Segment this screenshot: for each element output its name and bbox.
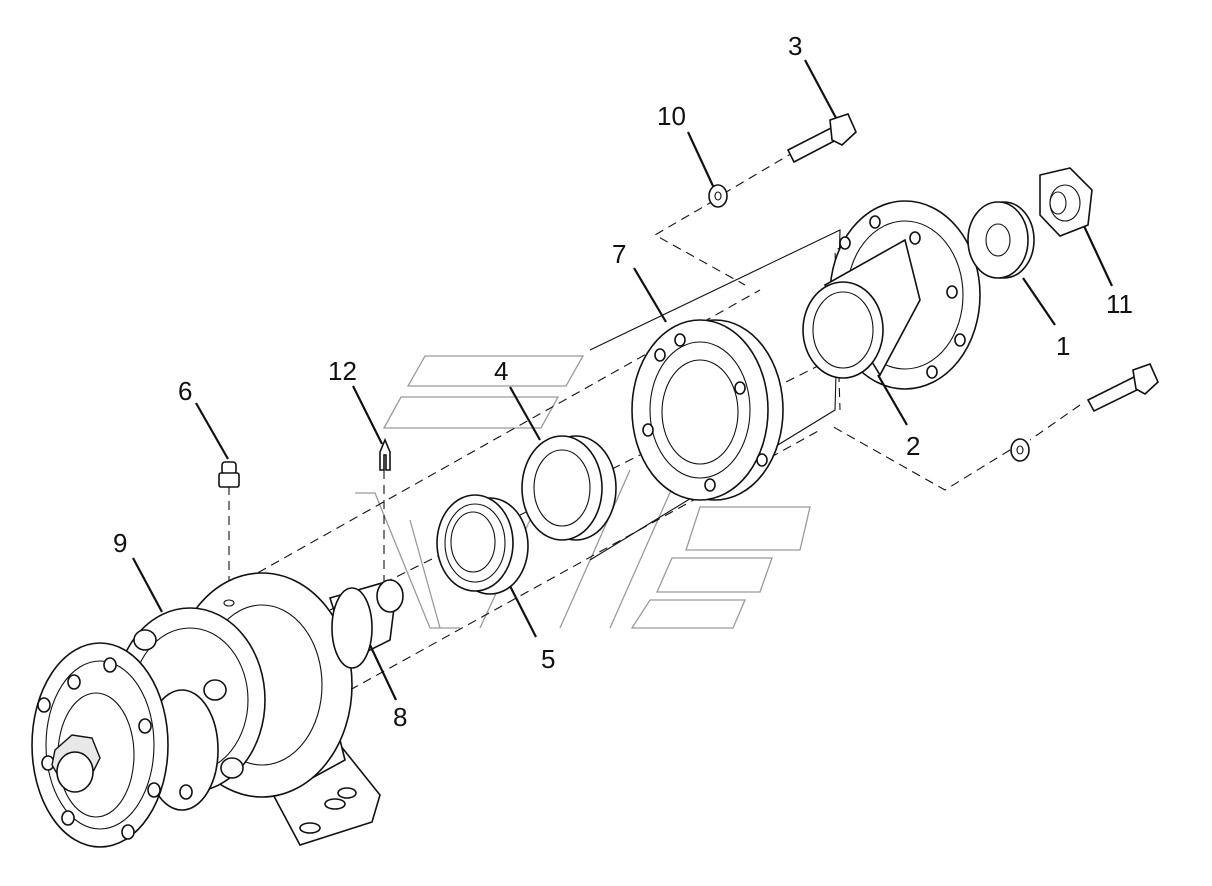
callout-7: 7 [612,239,626,269]
callout-11: 11 [1106,289,1133,319]
callout-5: 5 [541,644,555,674]
callout-8: 8 [393,702,407,732]
callout-2: 2 [906,431,920,461]
callout-leaders [132,59,1113,701]
callout-4: 4 [494,356,508,386]
part-10-lock-washer-upper [708,184,728,208]
part-2-flanged-hub [802,200,981,390]
part-10-lock-washer-lower [1010,438,1030,462]
part-6-grease-fitting [218,461,240,488]
callout-3: 3 [788,31,802,61]
part-7-flanged-housing [631,319,784,501]
part-4-bearing-cup [521,435,617,541]
callout-10: 10 [657,101,686,131]
part-9-flange-hub [31,607,266,848]
part-11-castle-nut [1039,167,1093,237]
part-1-washer [967,201,1035,279]
callout-6: 6 [178,376,192,406]
callout-9: 9 [113,528,127,558]
part-3-bolt-upper [786,113,857,164]
callout-1: 1 [1056,331,1070,361]
part-5-bearing [436,494,529,595]
callout-12: 12 [328,356,357,386]
watermark-logo [355,355,811,629]
part-12-cotter-pin [379,437,391,471]
part-3-bolt-lower [1086,362,1159,413]
callout-labels: 1 2 3 4 5 6 7 8 9 10 11 12 [113,31,1133,732]
